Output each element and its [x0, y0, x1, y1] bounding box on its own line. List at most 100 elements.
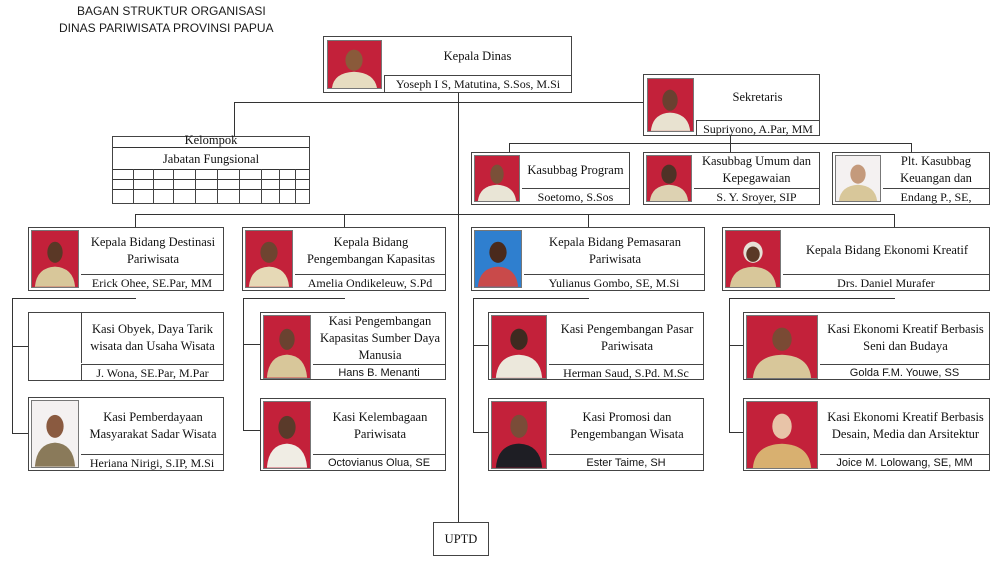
kasi-obyek-name: J. Wona, SE.Par, M.Par — [81, 364, 223, 380]
person-portrait-icon — [266, 415, 308, 468]
bidang2-tree — [243, 298, 244, 430]
kasi-promosi-name: Ester Taime, SH — [549, 454, 703, 470]
kasi-promosi-photo — [491, 401, 547, 469]
uptd-box: UPTD — [433, 522, 489, 556]
kasubbag3-stub — [911, 143, 912, 152]
kelompok-rule1 — [113, 147, 309, 148]
person-portrait-icon — [495, 414, 543, 468]
bidang2-stub — [344, 214, 345, 227]
kasubbag-umum-photo — [646, 155, 692, 202]
kasi-ekraf-seni-box: Kasi Ekonomi Kreatif Berbasis Seni dan B… — [743, 312, 990, 380]
kasubbag-umum-name: S. Y. Sroyer, SIP — [694, 188, 819, 204]
bidang-pengembangan-title: Kepala Bidang Pengembangan Kapasitas — [306, 234, 436, 266]
kasubbag-umum-title: Kasubbag Umum dan Kepegawaian — [701, 154, 811, 185]
main-spine — [458, 92, 459, 523]
kasi-pengembangan-pasar-box: Kasi Pengembangan Pasar Pariwisata Herma… — [488, 312, 704, 380]
kasi-ekraf-desain-title: Kasi Ekonomi Kreatif Berbasis Desain, Me… — [827, 410, 984, 441]
chart-title: BAGAN STRUKTUR ORGANISASI — [77, 4, 266, 18]
sekretaris-down — [730, 136, 731, 143]
bidang-pemasaran-name: Yulianus Gombo, SE, M.Si — [524, 274, 704, 290]
kasubbag-keuangan-title: Plt. Kasubbag Keuangan dan — [900, 154, 972, 185]
kasubbag1-stub — [509, 143, 510, 152]
bidang-destinasi-title: Kepala Bidang Destinasi Pariwisata — [90, 234, 216, 266]
kasubbag-keuangan-box: Plt. Kasubbag Keuangan dan Endang P., SE… — [832, 152, 990, 205]
person-portrait-icon — [34, 241, 76, 287]
kasi-pengembangan-pasar-title: Kasi Pengembangan Pasar Pariwisata — [560, 322, 694, 353]
kasi-ekraf-seni-title: Kasi Ekonomi Kreatif Berbasis Seni dan B… — [827, 322, 984, 353]
kelompok-col — [239, 169, 240, 203]
jabatan-fungsional-label: Jabatan Fungsional — [162, 151, 260, 166]
kelompok-col — [217, 169, 218, 203]
kasi-pengembangan-kapasitas-box: Kasi Pengembangan Kapasitas Sumber Daya … — [260, 312, 446, 380]
person-portrait-icon — [34, 414, 76, 467]
bidang-destinasi-name: Erick Ohee, SE.Par, MM — [81, 274, 223, 290]
kasi-pemberdayaan-title: Kasi Pemberdayaan Masyarakat Sadar Wisat… — [89, 409, 217, 441]
bidang1-tree — [12, 298, 13, 433]
bidang-pengembangan-name: Amelia Ondikeleuw, S.Pd — [295, 274, 445, 290]
kasi-ekraf-desain-name: Joice M. Lolowang, SE, MM — [820, 454, 989, 470]
bidang1-tree-top — [12, 298, 136, 299]
kasi-pemberdayaan-name: Heriana Nirigi, S.IP, M.Si — [81, 454, 223, 470]
person-portrait-icon — [729, 241, 777, 287]
kasi-pengembangan-pasar-photo — [491, 315, 547, 379]
kepala-dinas-box: Kepala Dinas Yoseph I S, Matutina, S.Sos… — [323, 36, 572, 93]
kelompok-rule4 — [113, 189, 309, 190]
bidang-pengembangan-photo — [245, 230, 293, 288]
bidang1-tree-h1 — [12, 346, 28, 347]
bidang-pengembangan-box: Kepala Bidang Pengembangan Kapasitas Ame… — [242, 227, 446, 291]
person-portrait-icon — [495, 328, 543, 378]
bidang4-stub — [894, 214, 895, 227]
kasi-kelembagaan-photo — [263, 401, 311, 469]
bidang3-tree — [473, 298, 474, 432]
kelompok-col — [279, 169, 280, 203]
kasi-ekraf-seni-photo — [746, 315, 818, 379]
bidang-pemasaran-box: Kepala Bidang Pemasaran Pariwisata Yulia… — [471, 227, 705, 291]
bidang4-tree-h2 — [729, 432, 743, 433]
kelompok-col — [195, 169, 196, 203]
sekretaris-box: Sekretaris Supriyono, A.Par, MM — [643, 74, 820, 136]
bidang2-tree-h1 — [243, 344, 260, 345]
person-portrait-icon — [650, 89, 691, 131]
kasi-pengembangan-kapasitas-title: Kasi Pengembangan Kapasitas Sumber Daya … — [319, 313, 441, 362]
kasi-promosi-box: Kasi Promosi dan Pengembangan Wisata Est… — [488, 398, 704, 471]
kasi-pengembangan-pasar-name: Herman Saud, S.Pd. M.Sc — [549, 364, 703, 379]
bidang-ekonomi-kreatif-name: Drs. Daniel Murafer — [783, 274, 989, 290]
kasi-pengembangan-kapasitas-photo — [263, 315, 311, 379]
person-portrait-icon — [266, 328, 308, 378]
person-portrait-icon — [477, 241, 519, 287]
kelompok-jabatan-fungsional-box: Kelompok Jabatan Fungsional — [112, 132, 310, 204]
sekretaris-hline — [458, 102, 644, 103]
bidang2-tree-top — [243, 298, 345, 299]
person-portrait-icon — [838, 164, 878, 201]
kasi-obyek-photo — [31, 315, 79, 378]
kelompok-col — [173, 169, 174, 203]
kasi-obyek-box: Kasi Obyek, Daya Tarik wisata dan Usaha … — [28, 312, 224, 381]
bidang-pemasaran-photo — [474, 230, 522, 288]
kelompok-col — [153, 169, 154, 203]
kasi-obyek-title: Kasi Obyek, Daya Tarik wisata dan Usaha … — [81, 313, 223, 363]
kasi-ekraf-seni-name: Golda F.M. Youwe, SS — [820, 364, 989, 379]
kasubbag-program-title: Kasubbag Program — [527, 162, 624, 177]
kasubbag-umum-box: Kasubbag Umum dan Kepegawaian S. Y. Sroy… — [643, 152, 820, 205]
person-portrait-icon — [477, 164, 517, 201]
kepala-dinas-photo — [327, 40, 382, 89]
bidang4-tree-top — [729, 298, 895, 299]
kasi-ekraf-desain-box: Kasi Ekonomi Kreatif Berbasis Desain, Me… — [743, 398, 990, 471]
kasubbag-program-name: Soetomo, S.Sos — [522, 188, 629, 204]
bidang4-tree-h1 — [729, 345, 743, 346]
person-portrait-icon — [752, 327, 812, 378]
kelompok-label: Kelompok — [184, 132, 238, 147]
kasi-kelembagaan-box: Kasi Kelembagaan Pariwisata Octovianus O… — [260, 398, 446, 471]
bidang2-tree-h2 — [243, 430, 260, 431]
kasubbag-program-box: Kasubbag Program Soetomo, S.Sos — [471, 152, 630, 205]
kasubbag-hline — [509, 143, 912, 144]
uptd-label: UPTD — [444, 531, 478, 546]
bidang3-tree-h2 — [473, 432, 488, 433]
kelompok-vline — [234, 102, 235, 136]
bidang-destinasi-box: Kepala Bidang Destinasi Pariwisata Erick… — [28, 227, 224, 291]
bidang1-stub — [135, 214, 136, 227]
kelompok-hline — [234, 102, 458, 103]
bidang1-tree-h2 — [12, 433, 28, 434]
kasi-promosi-title: Kasi Promosi dan Pengembangan Wisata — [570, 410, 684, 441]
bidang3-stub — [588, 214, 589, 227]
